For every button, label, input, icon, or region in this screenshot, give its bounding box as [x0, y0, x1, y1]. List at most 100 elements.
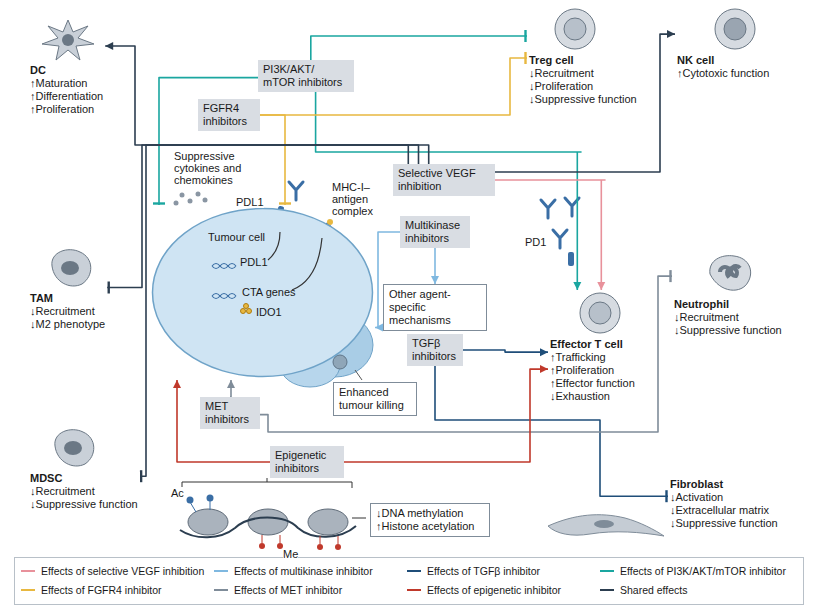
cell-box: Effector T cell↑Trafficking↑Proliferatio… — [548, 290, 637, 403]
label: Suppressive cytokines and chemokines — [174, 150, 260, 186]
cell-box: TAM↓Recruitment↓M2 phenotype — [28, 244, 107, 331]
label-text: IDO1 — [256, 306, 282, 318]
cytokine-dot — [188, 199, 193, 204]
cytokine-dot — [174, 201, 179, 206]
label: IDO1 — [256, 306, 282, 318]
node-text: ↑Differentiation — [28, 90, 105, 103]
nucleosome — [188, 509, 228, 535]
leader-line — [355, 370, 362, 380]
cell-nucleus — [61, 261, 79, 275]
node-heading: MET inhibitors — [205, 400, 255, 426]
node-heading: FGFR4 inhibitors — [203, 102, 255, 128]
cell-box: DC↑Maturation↑Differentiation↑Proliferat… — [28, 16, 105, 116]
connector-line — [311, 36, 527, 60]
node-heading: Enhanced tumour killing — [339, 386, 411, 412]
node-heading: Multikinase inhibitors — [405, 219, 465, 245]
cell-box: MDSC↓Recruitment↓Suppressive function — [28, 424, 140, 511]
fibroblast-cell — [548, 515, 664, 536]
note-box: Other agent-specific mechanisms — [383, 284, 487, 331]
node-text: ↑Proliferation — [548, 364, 637, 377]
cell-nucleus — [564, 18, 586, 40]
connector — [435, 366, 668, 502]
ido1-dot — [247, 309, 252, 314]
lymphocyte-cell — [555, 9, 595, 49]
bracket-link — [352, 518, 366, 519]
connector-line — [435, 366, 668, 496]
node-heading: DC — [28, 64, 105, 77]
node-heading: Epigenetic inhibitors — [275, 449, 339, 475]
legend-item: Effects of PI3K/AKT/mTOR inhibitor — [600, 562, 793, 580]
dna-strand — [180, 518, 356, 538]
cell-icon — [43, 424, 103, 470]
legend-text: Effects of MET inhibitor — [234, 584, 342, 596]
cell-nucleus — [720, 266, 740, 276]
ido1-dot — [241, 309, 246, 314]
pd1-protein — [568, 252, 574, 266]
ido1-dot — [244, 304, 249, 309]
myeloid-cell — [52, 250, 91, 286]
node-text: ↓Activation — [668, 491, 780, 504]
connector — [153, 78, 258, 205]
label-text: CTA genes — [242, 286, 296, 298]
agent-box: TGFβ inhibitors — [407, 334, 463, 366]
acetyl-mark — [207, 495, 214, 502]
node-text: ↑Proliferation — [28, 103, 105, 116]
antibody — [289, 182, 303, 200]
node-text: ↓Proliferation — [527, 80, 639, 93]
legend-swatch — [21, 570, 35, 572]
node-heading: ↓DNA methylation — [376, 507, 484, 520]
legend: Effects of selective VEGF inhibitionEffe… — [14, 557, 804, 605]
cell-box: Fibroblast↓Activation↓Extracellular matr… — [668, 478, 780, 530]
agent-box: Selective VEGF inhibition — [393, 164, 495, 196]
node-text: ↓Recruitment — [672, 311, 784, 324]
cell-nucleus — [62, 34, 74, 46]
legend-swatch — [600, 589, 614, 591]
node-text: ↓M2 phenotype — [28, 318, 107, 331]
label: Ac — [171, 487, 184, 499]
cell-icon — [705, 6, 765, 52]
node-heading: MDSC — [28, 472, 140, 485]
legend-item: Effects of FGFR4 inhibitor — [21, 581, 214, 599]
node-text: ↓Recruitment — [527, 67, 639, 80]
expression-arrow — [268, 232, 280, 260]
label: CTA genes — [242, 286, 296, 298]
node-text: ↓Recruitment — [28, 305, 107, 318]
connector — [431, 248, 439, 284]
node-heading: Treg cell — [527, 54, 639, 67]
node-heading: Tumour cell — [208, 231, 265, 244]
cytokine-dot — [180, 193, 185, 198]
node-text: ↓Recruitment — [28, 485, 140, 498]
cell-box: NK cell↑Cytotoxic function — [675, 6, 771, 80]
inhibition-bar — [108, 282, 110, 294]
connector-line — [177, 380, 270, 462]
agent-box: Epigenetic inhibitors — [270, 446, 344, 478]
connector — [227, 380, 235, 397]
myeloid-cell — [55, 430, 94, 466]
node-heading: Other agent-specific mechanisms — [389, 288, 481, 327]
label-text: PDL1 — [240, 256, 268, 268]
cell-icon — [38, 16, 98, 62]
node-heading: TAM — [28, 292, 107, 305]
inhibition-bar — [279, 202, 291, 204]
cytokine-dots — [174, 192, 208, 206]
arrow-head — [105, 42, 113, 50]
legend-item: Effects of multikinase inhibitor — [214, 562, 407, 580]
cell-icon — [700, 250, 760, 296]
label-text: Ac — [171, 487, 184, 499]
methyl-mark — [317, 544, 323, 550]
cytokine-dot — [203, 198, 208, 203]
antibody — [541, 200, 555, 218]
node-heading: Effector T cell — [548, 338, 637, 351]
connector-line — [463, 350, 548, 352]
gene-icons — [212, 232, 322, 299]
legend-item: Effects of MET inhibitor — [214, 581, 407, 599]
fibroblast-illustration — [548, 515, 664, 536]
legend-text: Effects of epigenetic inhibitor — [427, 584, 561, 596]
methyl-mark — [259, 543, 265, 549]
acetyl-mark — [187, 497, 194, 504]
nucleosome — [308, 509, 348, 535]
legend-item: Shared effects — [600, 581, 793, 599]
node-text: ↑Maturation — [28, 77, 105, 90]
agent-box: Multikinase inhibitors — [400, 216, 470, 248]
